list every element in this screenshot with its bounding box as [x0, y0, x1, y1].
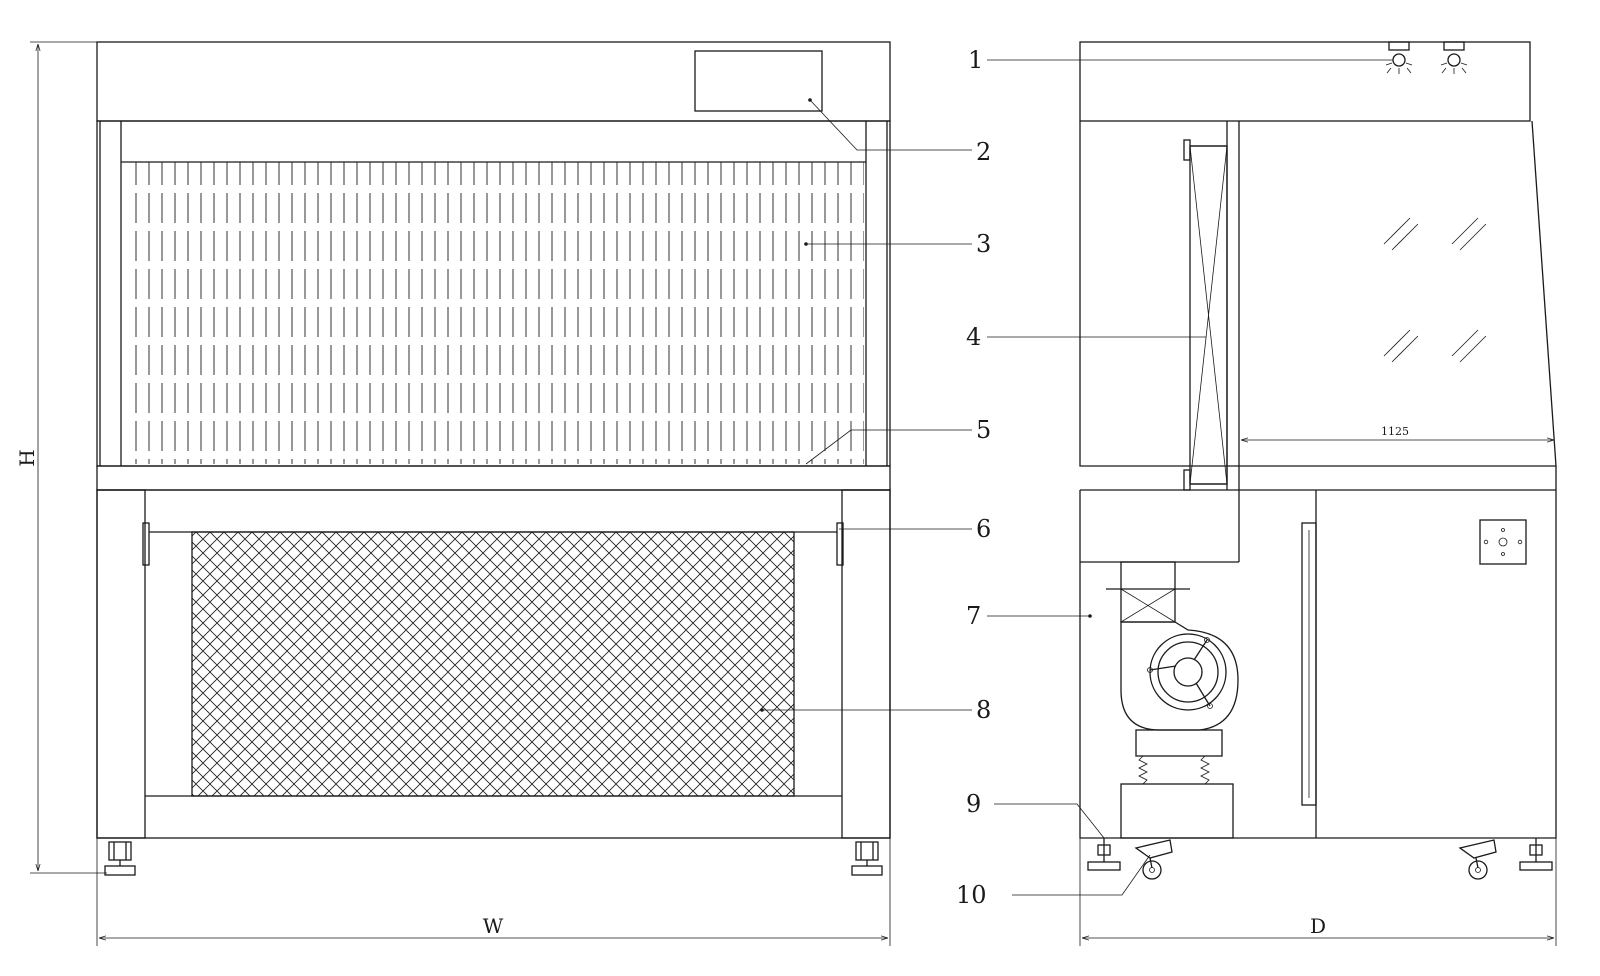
caster-wheel-right	[1458, 839, 1497, 880]
side-base-cabinet	[1079, 466, 1557, 839]
callout-5: 5	[976, 416, 991, 444]
height-dimension: H	[15, 41, 107, 874]
side-view: 1125	[1079, 41, 1557, 880]
callout-8: 8	[976, 696, 991, 724]
callout-leaders	[760, 59, 1393, 896]
side-top-housing	[1079, 41, 1531, 122]
callout-4: 4	[966, 323, 981, 351]
right-leveling-foot	[851, 841, 883, 876]
front-view	[96, 41, 891, 876]
width-label: W	[483, 914, 504, 938]
uv-lamp-1	[1385, 41, 1413, 74]
side-leveling-foot-right	[1519, 838, 1553, 871]
callout-6: 6	[976, 515, 991, 543]
left-leveling-foot	[104, 841, 136, 876]
callout-2: 2	[976, 138, 991, 166]
top-housing	[96, 41, 891, 122]
left-hinge	[142, 522, 150, 566]
callout-7: 7	[966, 602, 981, 630]
depth-dimension: D	[1079, 838, 1557, 946]
depth-label: D	[1310, 914, 1326, 938]
glass-sash-reflection	[1383, 217, 1487, 363]
blower-base	[1120, 783, 1234, 839]
height-label: H	[15, 449, 39, 466]
power-socket	[1479, 519, 1527, 565]
motor-mount	[1135, 729, 1223, 757]
control-panel-display	[694, 50, 823, 112]
right-leg	[841, 489, 891, 839]
door-handle	[1301, 522, 1317, 806]
width-dimension: W	[96, 838, 891, 946]
callout-3: 3	[976, 230, 991, 258]
centrifugal-fan	[1120, 621, 1239, 731]
callout-10: 10	[956, 881, 987, 909]
left-leg	[96, 489, 146, 839]
blower-duct	[1106, 561, 1190, 623]
vibration-springs	[1138, 755, 1210, 785]
hepa-filter-slots	[124, 162, 864, 464]
callout-1: 1	[968, 46, 983, 74]
uv-lamp-2	[1440, 41, 1468, 74]
side-chamber	[1079, 120, 1557, 467]
caster-wheel-left	[1134, 839, 1173, 880]
hepa-filter-module	[1183, 139, 1228, 491]
side-leveling-foot-left	[1087, 838, 1121, 871]
clearance-dimension: 1125	[1381, 425, 1409, 438]
right-hinge	[836, 522, 844, 566]
pre-filter-mesh	[192, 532, 794, 796]
callout-9: 9	[966, 790, 981, 818]
work-surface	[96, 465, 891, 491]
